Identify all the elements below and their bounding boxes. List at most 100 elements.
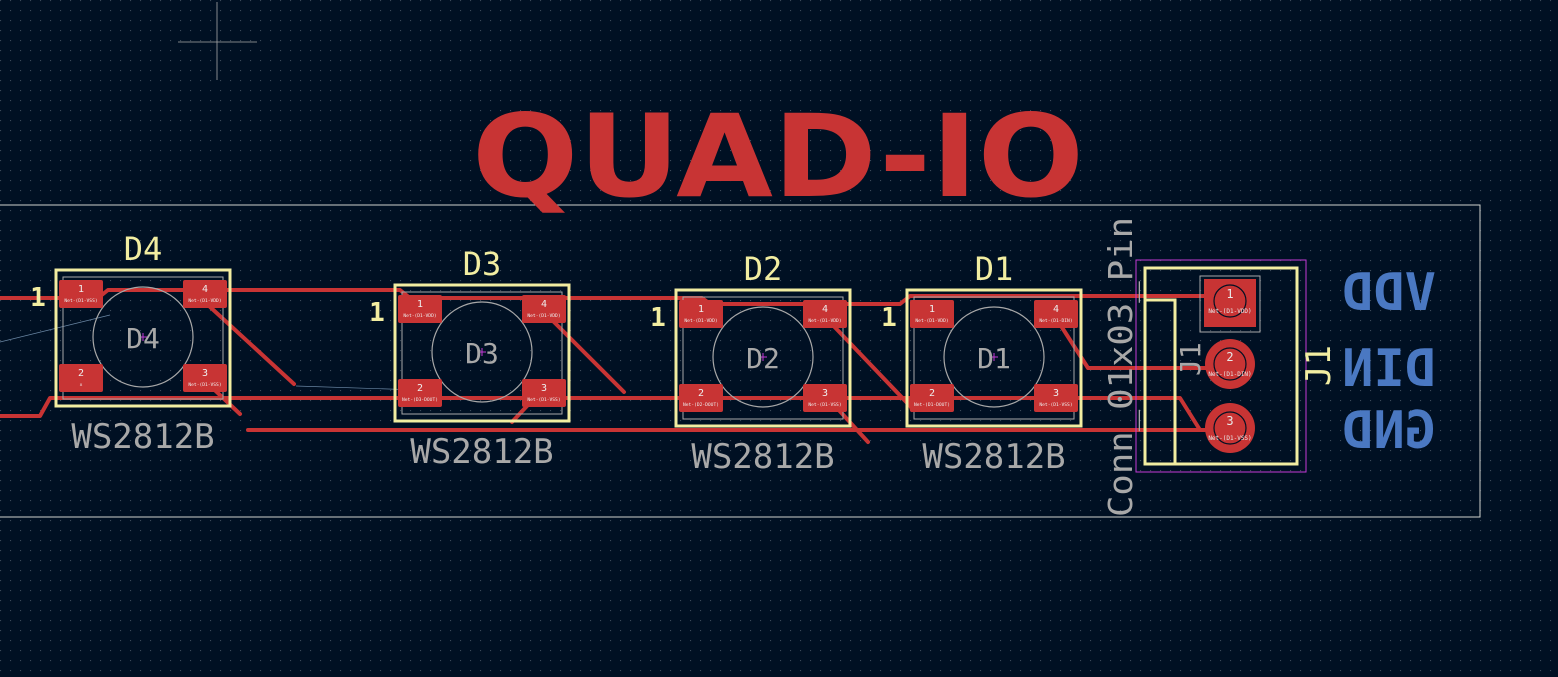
svg-text:Net-(D1-VDD): Net-(D1-VDD) bbox=[1208, 308, 1251, 315]
led-d2[interactable]: D2D21WS2812B1Net-(D1-VDD)4Net-(D1-VDD)2N… bbox=[650, 250, 852, 477]
track-d2-dout bbox=[824, 316, 914, 410]
led-pad-number: 4 bbox=[541, 299, 547, 310]
track-din bbox=[1054, 316, 1232, 370]
svg-text:Net-(D1-VSS): Net-(D1-VSS) bbox=[1208, 435, 1251, 442]
led-pad-net: x bbox=[80, 383, 83, 388]
led-pad-number: 2 bbox=[929, 388, 935, 399]
j1-fab-outline bbox=[1199, 275, 1261, 333]
led-pad-net: Net-(D3-DOUT) bbox=[402, 397, 438, 403]
led-lens-outline bbox=[943, 306, 1045, 408]
board-edge-cuts bbox=[0, 204, 1481, 518]
led-value-label: WS2812B bbox=[410, 432, 553, 472]
j1-silk-ref-label: J1 bbox=[1299, 345, 1339, 386]
led-d1[interactable]: D1D11WS2812B1Net-(D1-VDD)4Net-(D1-DIN)2N… bbox=[881, 250, 1083, 477]
led-pad-number: 1 bbox=[417, 299, 423, 310]
svg-text:Net-(D1-DIN): Net-(D1-DIN) bbox=[1208, 371, 1251, 378]
led-pad-net: Net-(D1-VDD) bbox=[915, 318, 948, 324]
led-pad-net: Net-(D1-VDD) bbox=[808, 318, 841, 324]
led-pad-number: 2 bbox=[417, 383, 423, 394]
led-silk-ref-label: D2 bbox=[744, 250, 783, 288]
led-lens-outline bbox=[431, 301, 533, 403]
led-anchor-icon bbox=[990, 353, 998, 361]
track-d4-din bbox=[194, 292, 296, 386]
led-pad-number: 4 bbox=[202, 284, 208, 295]
led-pin1-marker: 1 bbox=[369, 298, 385, 328]
led-pad-net: Net-(D1-VSS) bbox=[188, 382, 221, 388]
led-pad-number: 4 bbox=[1053, 304, 1059, 315]
back-label-din: DIN bbox=[1342, 339, 1436, 399]
led-pad-number: 4 bbox=[822, 304, 828, 315]
led-silkscreen-outline bbox=[54, 268, 232, 408]
led-pad-number: 3 bbox=[541, 383, 547, 394]
track-vss bbox=[0, 396, 1232, 432]
j1-pad-2[interactable]: 2 Net-(D1-DIN) bbox=[1205, 339, 1255, 389]
led-fab-outline bbox=[682, 296, 844, 420]
back-label-vdd: VDD bbox=[1342, 263, 1436, 323]
led-value-label: WS2812B bbox=[71, 417, 214, 457]
led-pad[interactable]: 2x bbox=[59, 364, 103, 392]
led-pad-net: Net-(D1-VDD) bbox=[684, 318, 717, 324]
led-anchor-icon bbox=[478, 348, 486, 356]
led-pad-net: Net-(D1-VDD) bbox=[527, 313, 560, 319]
led-pin1-marker: 1 bbox=[881, 303, 897, 333]
logo-text: QUAD-IO bbox=[472, 90, 1084, 223]
j1-pad-3[interactable]: 3 Net-(D1-VSS) bbox=[1205, 403, 1255, 453]
led-pad-net: Net-(D1-VSS) bbox=[64, 298, 97, 304]
led-pad-number: 2 bbox=[698, 388, 704, 399]
led-silk-ref-label: D4 bbox=[124, 230, 163, 268]
svg-text:2: 2 bbox=[1226, 350, 1233, 364]
j1-fab-ref-label: J1 bbox=[1174, 342, 1207, 376]
j1-courtyard bbox=[1135, 259, 1307, 473]
origin-crosshair-icon bbox=[178, 2, 257, 80]
led-lens-outline bbox=[92, 286, 194, 388]
led-fab-ref-label: D3 bbox=[465, 337, 499, 370]
led-pad-net: Net-(D1-VSS) bbox=[527, 397, 560, 403]
j1-silkscreen-inner bbox=[1143, 298, 1177, 466]
led-pad-number: 3 bbox=[202, 368, 208, 379]
led-d3[interactable]: D3D31WS2812B1Net-(D1-VDD)4Net-(D1-VDD)2N… bbox=[369, 245, 571, 472]
led-d4[interactable]: D4D41WS2812B1Net-(D1-VSS)4Net-(D1-VDD)2x… bbox=[30, 230, 232, 457]
svg-text:3: 3 bbox=[1226, 414, 1233, 428]
led-pad-number: 1 bbox=[78, 284, 84, 295]
led-pad-number: 2 bbox=[78, 368, 84, 379]
led-pad-net: Net-(D1-VSS) bbox=[808, 402, 841, 408]
led-pad-net: Net-(D1-VDD) bbox=[403, 313, 436, 319]
connector-j1[interactable]: 1 Net-(D1-VDD) 2 Net-(D1-DIN) 3 Net-(D1-… bbox=[1101, 217, 1339, 517]
led-fab-outline bbox=[401, 291, 563, 415]
led-silk-ref-label: D1 bbox=[975, 250, 1014, 288]
led-pad-number: 3 bbox=[1053, 388, 1059, 399]
led-pad-number: 1 bbox=[929, 304, 935, 315]
led-pad-number: 3 bbox=[822, 388, 828, 399]
led-pad-net: Net-(D1-VDD) bbox=[188, 298, 221, 304]
back-label-gnd: GND bbox=[1342, 401, 1436, 461]
led-anchor-icon bbox=[139, 333, 147, 341]
led-value-label: WS2812B bbox=[691, 437, 834, 477]
track-d3-dout bbox=[540, 308, 626, 394]
j1-pad-1[interactable]: 1 Net-(D1-VDD) bbox=[1204, 279, 1256, 327]
led-fab-outline bbox=[913, 296, 1075, 420]
led-pad-net: Net-(D1-DIN) bbox=[1039, 318, 1072, 324]
led-pin1-marker: 1 bbox=[650, 303, 666, 333]
board-logo: QUAD-IO bbox=[472, 90, 1084, 223]
led-silkscreen-outline bbox=[905, 288, 1083, 428]
led-pad-net: Net-(D1-VSS) bbox=[1039, 402, 1072, 408]
led-pin1-marker: 1 bbox=[30, 283, 46, 313]
led-value-label: WS2812B bbox=[922, 437, 1065, 477]
svg-text:1: 1 bbox=[1226, 287, 1233, 301]
